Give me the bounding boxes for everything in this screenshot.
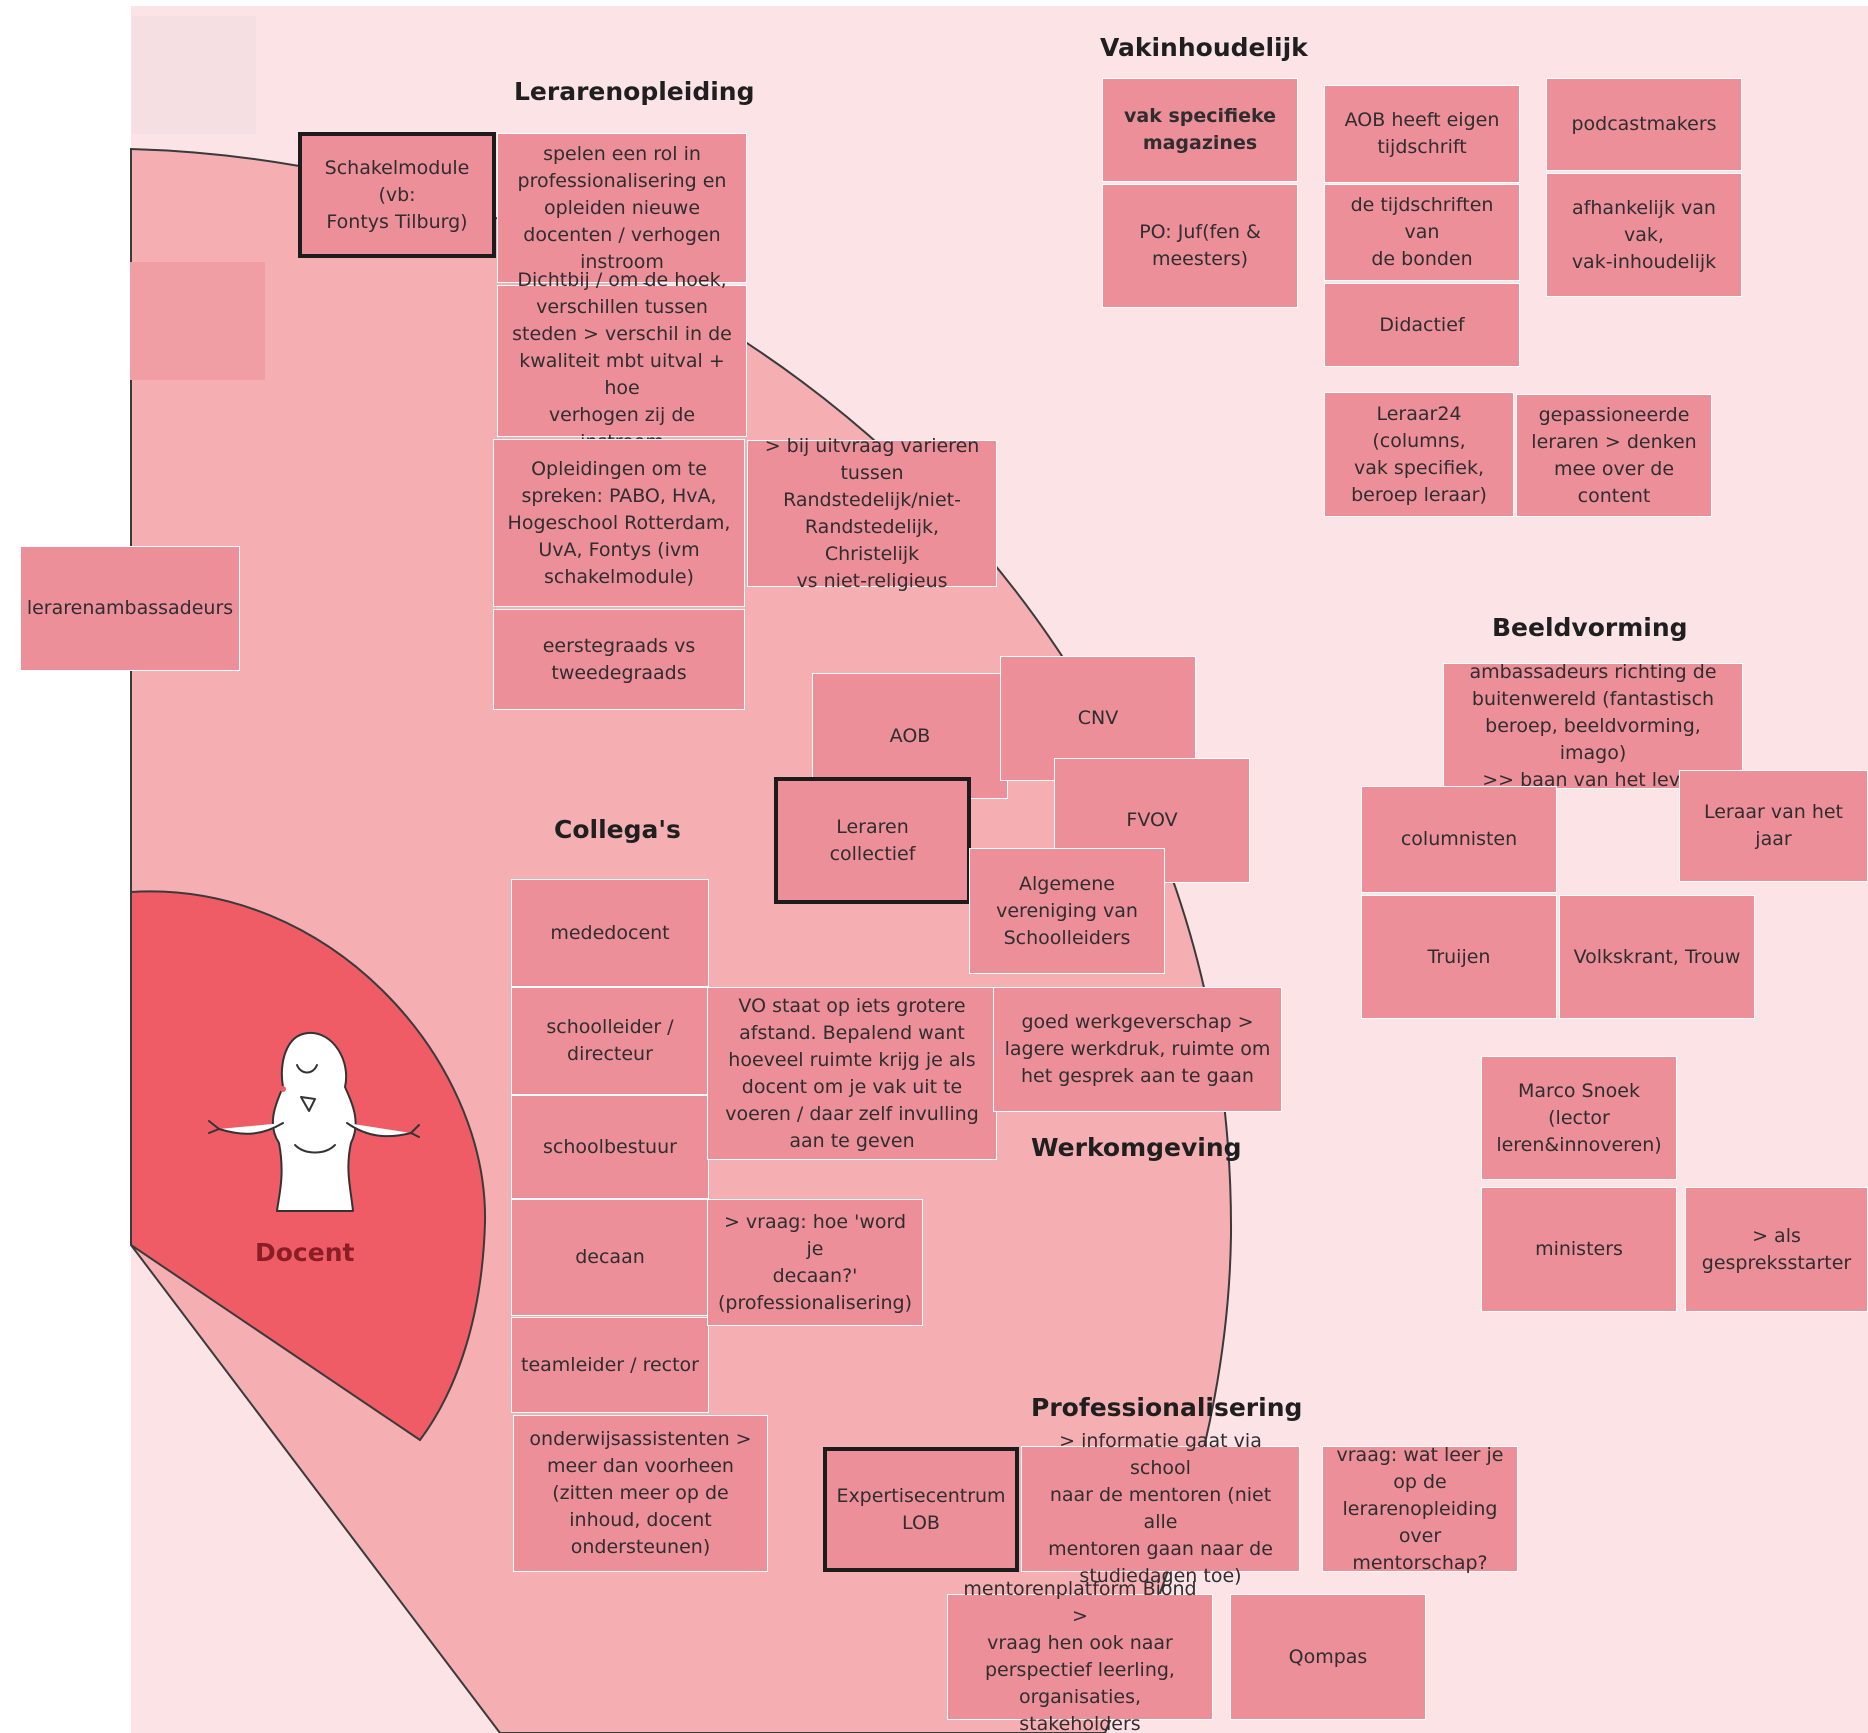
sticky-note: PO: Juf(fen & meesters) xyxy=(1102,184,1298,308)
sticky-note: de tijdschriften van de bonden xyxy=(1324,184,1520,281)
center-label: Docent xyxy=(255,1238,355,1267)
sticky-note: gepassioneerde leraren > denken mee over… xyxy=(1516,394,1712,517)
sticky-note: > als gespreksstarter xyxy=(1685,1187,1868,1312)
sticky-note: Qompas xyxy=(1230,1594,1426,1720)
faded-note xyxy=(132,16,256,134)
sticky-note: Expertisecentrum LOB xyxy=(823,1447,1019,1572)
sticky-note: AOB heeft eigen tijdschrift xyxy=(1324,85,1520,183)
sticky-note: goed werkgeverschap > lagere werkdruk, r… xyxy=(993,987,1282,1112)
sticky-note: onderwijsassistenten > meer dan voorheen… xyxy=(513,1415,768,1572)
sticky-note: Didactief xyxy=(1324,283,1520,367)
sticky-note: Leraar24 (columns, vak specifiek, beroep… xyxy=(1324,392,1514,517)
sticky-note: ministers xyxy=(1481,1187,1677,1312)
sticky-note: > vraag: hoe 'word je decaan?' (professi… xyxy=(707,1199,923,1326)
sticky-note: teamleider / rector xyxy=(511,1317,709,1413)
sticky-note: Truijen xyxy=(1361,895,1557,1019)
sticky-note: schoolleider / directeur xyxy=(511,987,709,1095)
sticky-note: > informatie gaat via school naar de men… xyxy=(1021,1430,1300,1587)
sticky-note: columnisten xyxy=(1361,786,1557,893)
sticky-note: vak specifieke magazines xyxy=(1102,78,1298,182)
section-heading-lerarenopleiding: Lerarenopleiding xyxy=(514,77,755,106)
sticky-note: Marco Snoek (lector leren&innoveren) xyxy=(1481,1056,1677,1180)
sticky-note: Volkskrant, Trouw xyxy=(1559,895,1755,1019)
sticky-note: lerarenambassadeurs xyxy=(20,546,240,671)
sticky-note: afhankelijk van vak, vak-inhoudelijk xyxy=(1546,173,1742,297)
faded-note xyxy=(130,262,265,380)
section-heading-werkomgeving: Werkomgeving xyxy=(1031,1133,1242,1162)
sticky-note: podcastmakers xyxy=(1546,78,1742,171)
shrugging-teacher-icon xyxy=(205,1025,420,1215)
sticky-note: Algemene vereniging van Schoolleiders xyxy=(969,848,1165,974)
section-heading-beeldvorming: Beeldvorming xyxy=(1492,613,1688,642)
sticky-note: ambassadeurs richting de buitenwereld (f… xyxy=(1443,661,1743,791)
sticky-note: schoolbestuur xyxy=(511,1095,709,1199)
section-heading-vakinhoudelijk: Vakinhoudelijk xyxy=(1100,33,1308,62)
section-heading-professionalisering: Professionalisering xyxy=(1031,1393,1303,1422)
sticky-note: vraag: wat leer je op de lerarenopleidin… xyxy=(1322,1444,1518,1574)
section-heading-collegas: Collega's xyxy=(554,815,681,844)
sticky-note: mentorenplatform Biond > vraag hen ook n… xyxy=(947,1578,1213,1733)
sticky-note: > bij uitvraag varieren tussen Randstede… xyxy=(747,435,997,592)
sticky-note: Opleidingen om te spreken: PABO, HvA, Ho… xyxy=(493,439,745,607)
sticky-note: VO staat op iets grotere afstand. Bepale… xyxy=(707,987,997,1160)
sticky-note: Leraar van het jaar xyxy=(1679,770,1868,882)
sticky-note: Dichtbij / om de hoek, verschillen tusse… xyxy=(497,269,747,453)
sticky-note: eerstegraads vs tweedegraads xyxy=(493,609,745,710)
sticky-note: decaan xyxy=(511,1199,709,1316)
sticky-note: Leraren collectief xyxy=(774,777,971,904)
sticky-note: Schakelmodule (vb: Fontys Tilburg) xyxy=(298,132,496,258)
sticky-note: spelen een rol in professionalisering en… xyxy=(497,133,747,283)
sticky-note: mededocent xyxy=(511,879,709,987)
